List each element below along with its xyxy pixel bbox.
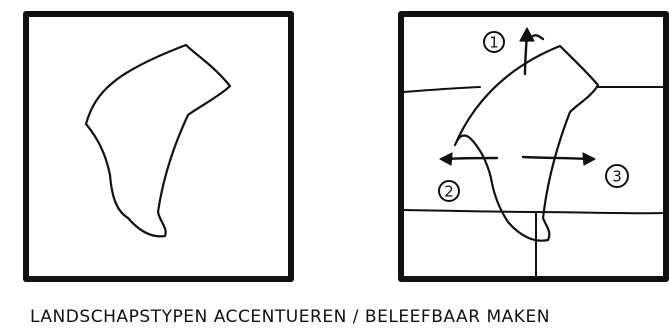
marker-1: 1 (484, 32, 504, 52)
marker-3: 3 (606, 165, 628, 187)
landscape-outline-left (86, 45, 230, 236)
caption: LANDSCHAPSTYPEN ACCENTUEREN / BELEEFBAAR… (30, 307, 550, 327)
arrow-left (440, 153, 497, 165)
arrow-up (520, 28, 543, 74)
right-panel: 1 2 3 (401, 14, 666, 279)
marker-3-label: 3 (612, 168, 622, 186)
boundary-line-bottom-horizontal (403, 210, 664, 213)
marker-2: 2 (439, 181, 459, 201)
marker-1-label: 1 (489, 34, 499, 52)
marker-2-label: 2 (444, 183, 454, 201)
left-panel (26, 14, 291, 279)
left-panel-frame (26, 14, 291, 279)
arrow-right (523, 153, 595, 165)
boundary-line-left (403, 87, 480, 92)
